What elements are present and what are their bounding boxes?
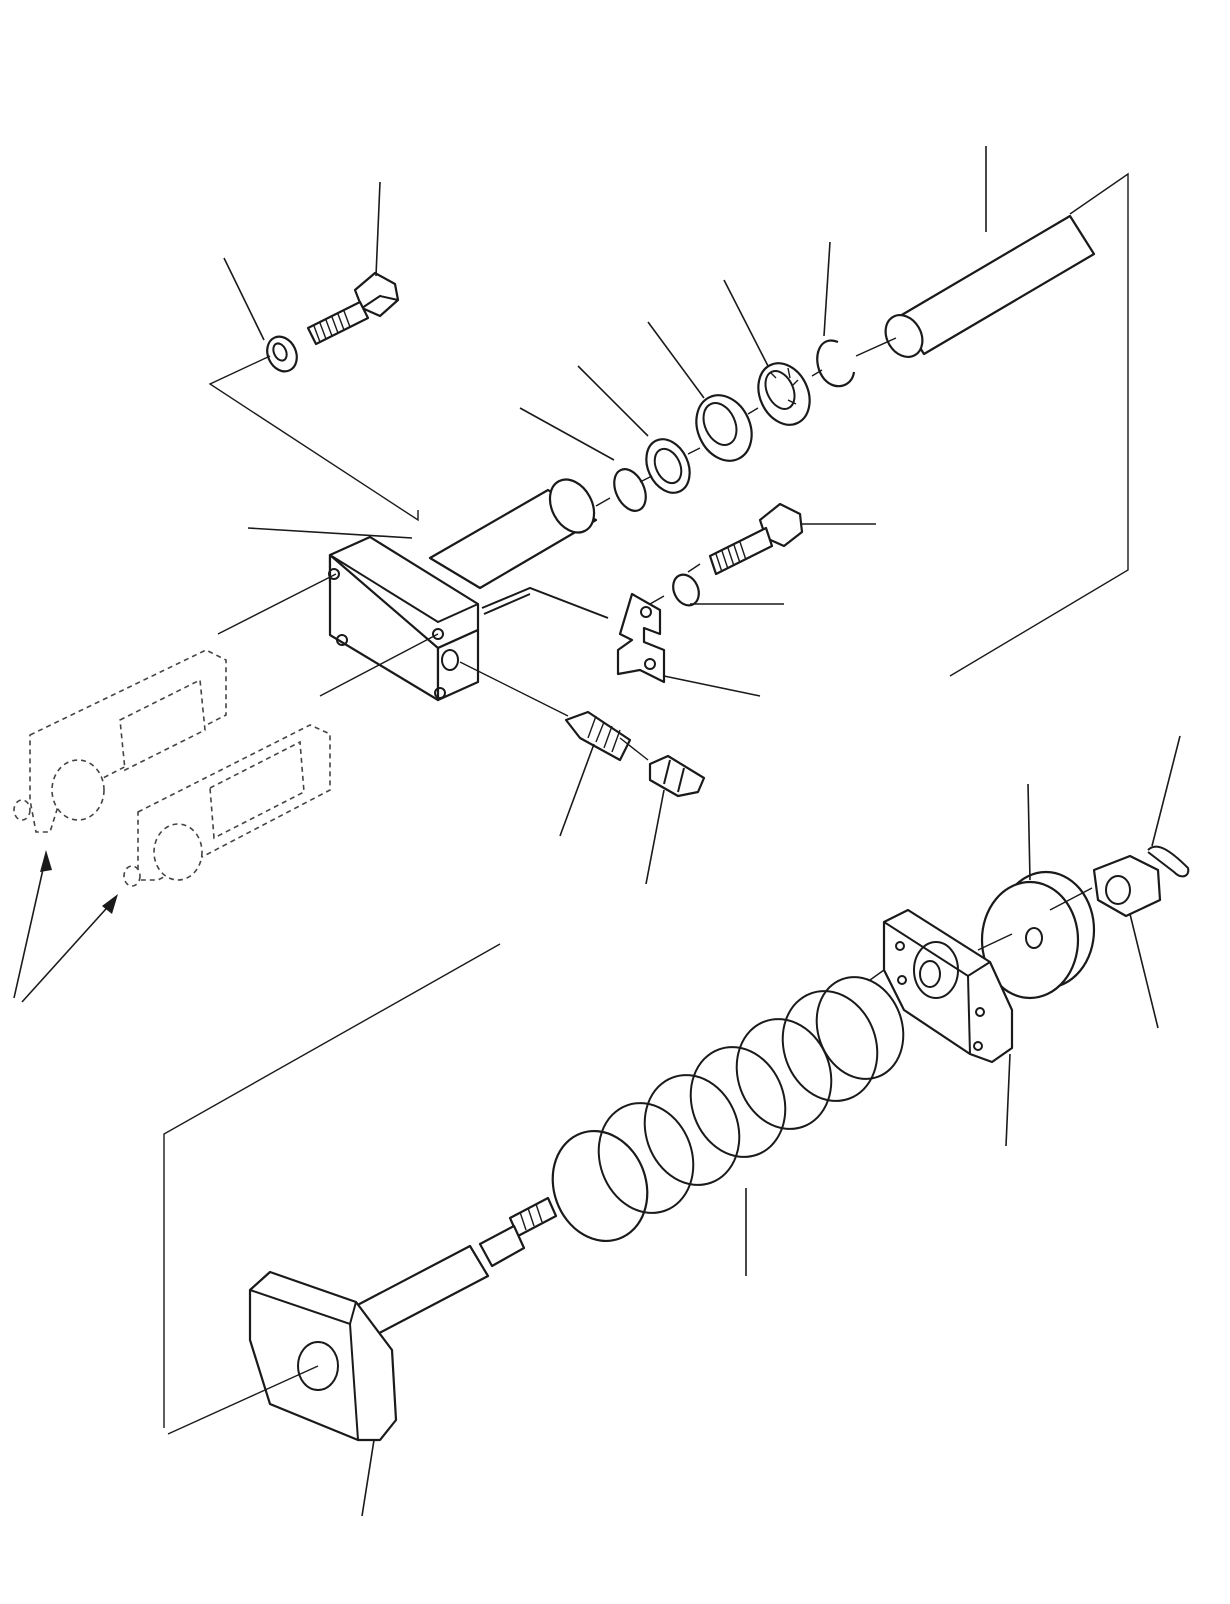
grease-tube bbox=[481, 586, 609, 619]
track-link-phantom-2 bbox=[123, 724, 331, 887]
bolt-top-left bbox=[306, 271, 400, 346]
track-link-phantom-1 bbox=[13, 649, 227, 833]
assembly-axis-lines bbox=[163, 172, 1129, 1435]
bolt-middle bbox=[708, 502, 804, 576]
spring-seat-flange bbox=[882, 908, 1014, 1064]
rod-end-plate bbox=[248, 1270, 398, 1442]
nut bbox=[1092, 854, 1162, 918]
spacer-disc bbox=[980, 870, 1096, 1000]
seal-ring bbox=[645, 438, 691, 494]
lock-plate bbox=[616, 592, 666, 684]
bearing bbox=[757, 362, 811, 426]
cylinder-bracket-block bbox=[328, 535, 480, 702]
arrows bbox=[13, 850, 118, 1003]
washer-top-left bbox=[266, 335, 298, 373]
spring-rod bbox=[346, 1196, 558, 1342]
recoil-spring bbox=[551, 976, 905, 1243]
grease-nipple bbox=[648, 754, 706, 798]
snap-ring bbox=[816, 339, 856, 388]
cotter-pin bbox=[1147, 845, 1190, 878]
cylinder-tube bbox=[428, 478, 598, 590]
grease-valve bbox=[564, 710, 632, 762]
bushing bbox=[695, 394, 753, 462]
callout-leaders bbox=[223, 146, 1181, 1517]
o-ring bbox=[613, 468, 647, 512]
pin-shaft bbox=[884, 214, 1096, 358]
